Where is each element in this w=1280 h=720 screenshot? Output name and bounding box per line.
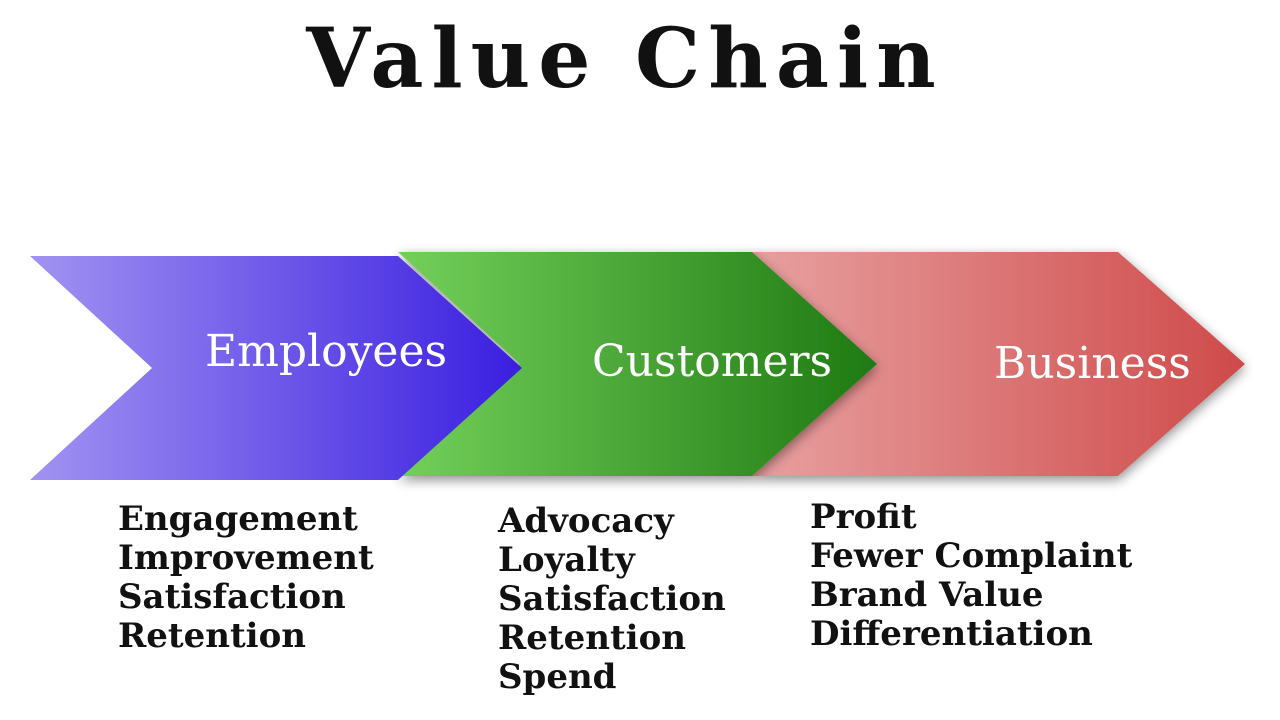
list-item: Brand Value — [810, 575, 1044, 615]
list-item: Fewer Complaint — [810, 536, 1133, 576]
list-item: Retention — [498, 618, 686, 658]
employees-label: Employees — [205, 326, 448, 377]
customers-arrow — [398, 252, 877, 476]
diagram-title: Value Chain — [306, 11, 944, 107]
business-arrow — [752, 252, 1245, 476]
list-item: Improvement — [118, 538, 374, 578]
list-item: Loyalty — [498, 540, 635, 580]
employees-arrow — [30, 256, 522, 480]
list-item: Spend — [498, 657, 617, 697]
list-item: Advocacy — [498, 501, 674, 541]
business-list: Profit Fewer Complaint Brand Value Diffe… — [810, 498, 1132, 654]
customers-list: Advocacy Loyalty Satisfaction Retention … — [498, 502, 726, 697]
list-item: Differentiation — [810, 614, 1093, 654]
list-item: Satisfaction — [118, 577, 346, 617]
list-item: Engagement — [118, 499, 358, 539]
list-item: Retention — [118, 616, 306, 656]
list-item: Satisfaction — [498, 579, 726, 619]
list-item: Profit — [810, 497, 917, 537]
customers-label: Customers — [592, 336, 833, 387]
business-label: Business — [994, 338, 1191, 389]
employees-list: Engagement Improvement Satisfaction Rete… — [118, 500, 374, 656]
